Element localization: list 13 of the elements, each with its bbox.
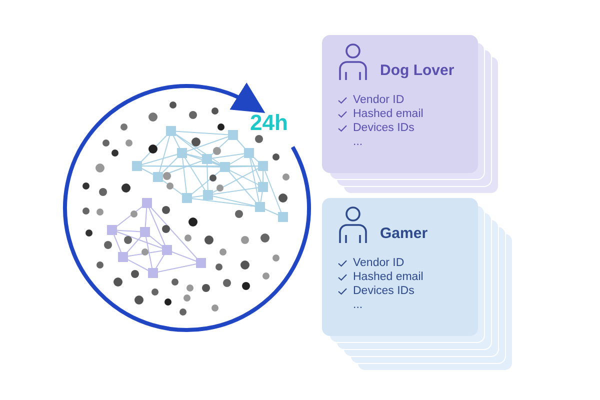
attribute-text: Vendor ID bbox=[353, 93, 404, 107]
attribute-text: Vendor ID bbox=[353, 256, 404, 270]
attribute-text: Devices IDs bbox=[353, 284, 414, 298]
duration-label: 24h bbox=[250, 109, 288, 137]
attribute-text: ... bbox=[353, 298, 363, 312]
profile-card bbox=[322, 35, 478, 173]
attribute-text: ... bbox=[353, 135, 363, 149]
card-title: Dog Lover bbox=[380, 62, 454, 81]
attribute-text: Hashed email bbox=[353, 107, 424, 121]
profile-card bbox=[322, 198, 478, 336]
card-title: Gamer bbox=[380, 225, 428, 244]
attribute-text: Devices IDs bbox=[353, 121, 414, 135]
attribute-text: Hashed email bbox=[353, 270, 424, 284]
